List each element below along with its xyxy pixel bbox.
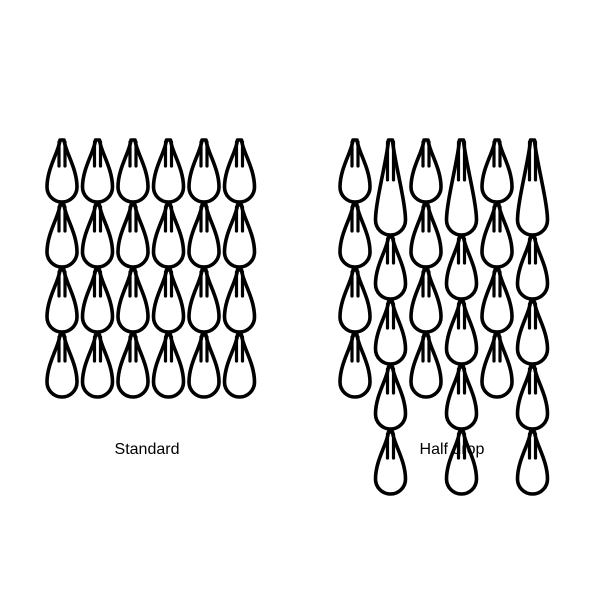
standard-link [222,203,257,269]
half-drop-link [515,300,550,366]
half-drop-link [480,268,514,334]
half-drop-link [515,138,550,237]
standard-link [45,268,79,334]
standard-link [151,333,186,399]
half-drop-link [515,365,550,431]
half-drop-link [444,138,479,237]
half-drop-link [480,203,514,269]
half-drop-link [373,365,408,431]
half-drop-link [409,333,443,399]
standard-link [151,268,186,334]
standard-link [187,333,221,399]
standard-link [80,138,115,204]
half-drop-link [515,430,550,496]
standard-caption: Standard [114,441,180,458]
standard-link [222,333,257,399]
half-drop-link [373,138,408,237]
standard-link [116,203,150,269]
half-drop-link [373,430,408,496]
half-drop-link [409,268,443,334]
standard-link [45,138,79,204]
standard-link [45,203,79,269]
standard-link [80,268,115,334]
standard-link [187,203,221,269]
standard-link [222,268,257,334]
half-drop-link [373,235,408,301]
half-drop-link [409,203,443,269]
half-drop-caption: Half drop [419,441,485,458]
half-drop-link [444,365,479,431]
half-drop-link [338,268,372,334]
standard-link [116,268,150,334]
half-drop-link [515,235,550,301]
standard-link [80,333,115,399]
half-drop-link [444,430,479,496]
half-drop-link [480,138,514,204]
half-drop-link [338,333,372,399]
standard-link [187,268,221,334]
standard-link [80,203,115,269]
standard-pattern [45,138,257,399]
standard-link [116,333,150,399]
half-drop-link [444,235,479,301]
half-drop-pattern [338,138,550,496]
standard-link [151,203,186,269]
standard-link [45,333,79,399]
half-drop-link [409,138,443,204]
half-drop-link [373,300,408,366]
standard-link [116,138,150,204]
standard-link [151,138,186,204]
standard-link [187,138,221,204]
standard-link [222,138,257,204]
half-drop-link [338,203,372,269]
half-drop-link [444,300,479,366]
half-drop-link [480,333,514,399]
half-drop-link [338,138,372,204]
